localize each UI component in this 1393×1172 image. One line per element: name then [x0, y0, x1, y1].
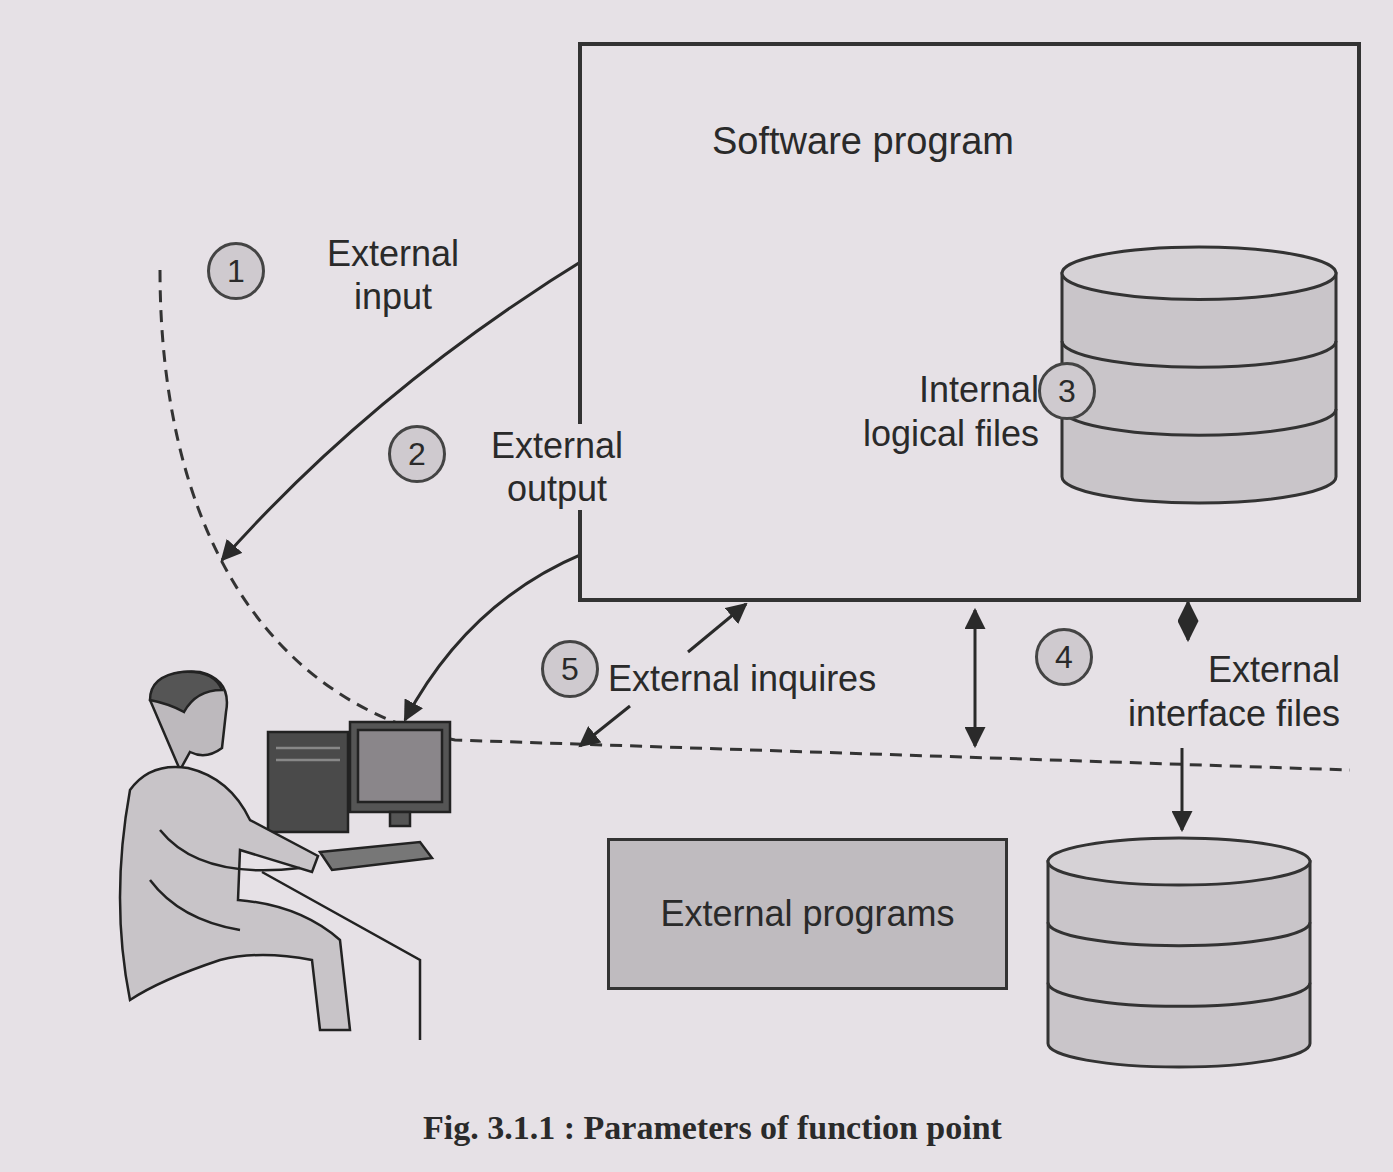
inquiry-arrow [688, 604, 746, 652]
figure-caption: Fig. 3.1.1 : Parameters of function poin… [245, 1108, 1180, 1149]
callout-number: 2 [388, 425, 446, 483]
external-programs-box: External programs [607, 838, 1008, 990]
callout-number: 3 [1038, 362, 1096, 420]
parameter-label: External input [298, 232, 488, 318]
inquiry-arrow [580, 706, 630, 746]
parameter-label: External output [462, 424, 652, 510]
cylinder-shape [1059, 244, 1339, 506]
callout-number: 5 [541, 640, 599, 698]
node-label: External interface files [1070, 648, 1340, 736]
callout-number: 1 [207, 242, 265, 300]
data-flow-arrow [1187, 602, 1190, 640]
program-box: Software programInternal logical files [578, 42, 1361, 602]
callout-number: 4 [1035, 628, 1093, 686]
user-figure [120, 672, 450, 1040]
node-label: External programs [660, 892, 954, 936]
parameter-label: External inquires [608, 657, 876, 700]
external-files-store: External interface files [1045, 640, 1345, 1072]
interface-arrow [1181, 748, 1184, 830]
cylinder-shape [1045, 835, 1313, 1070]
inquiry-arrow [974, 610, 977, 746]
node-label: Internal logical files [814, 368, 1039, 456]
node-label: Software program [712, 118, 1014, 164]
